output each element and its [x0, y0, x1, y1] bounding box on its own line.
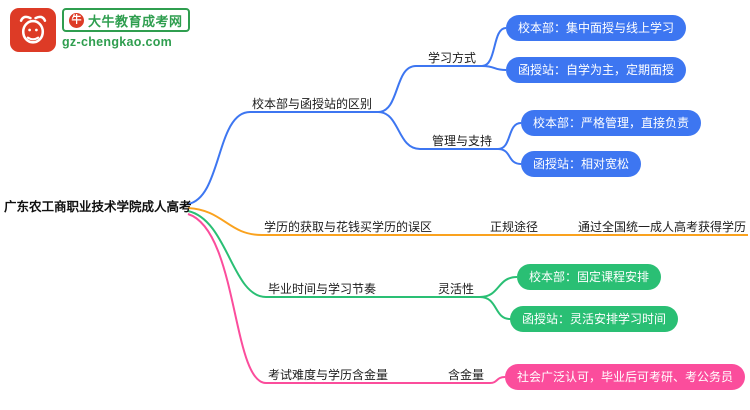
branch2-label: 学历的获取与花钱买学历的误区 — [264, 220, 433, 234]
branch1-sub2-leaf2: 函授站：相对宽松 — [521, 151, 642, 177]
branch1-sub2-label: 管理与支持 — [432, 134, 493, 148]
branch2-sub1-leaf1: 通过全国统一成人高考获得学历 — [578, 220, 747, 234]
brand-seal-icon: 牛 — [69, 12, 84, 28]
logo-text-block: 牛 大牛教育成考网 gz-chengkao.com — [62, 8, 190, 52]
edge-sub1-leaf1 — [481, 27, 507, 67]
branch3-sub1-leaf2: 函授站：灵活安排学习时间 — [510, 306, 679, 332]
edge-branch1-sub1 — [377, 65, 482, 113]
bull-logo-icon — [10, 8, 56, 52]
branch4-sub1-label: 含金量 — [448, 368, 485, 382]
branch1-sub1-label: 学习方式 — [428, 51, 477, 65]
site-domain: gz-chengkao.com — [62, 35, 173, 49]
edge-root-branch1 — [187, 111, 378, 205]
brand-name: 大牛教育成考网 — [88, 13, 183, 29]
edge-sub1-leaf2 — [481, 65, 507, 71]
branch3-label: 毕业时间与学习节奏 — [268, 282, 377, 296]
branch3-sub1-label: 灵活性 — [438, 282, 475, 296]
branch3-sub1-leaf1: 校本部：固定课程安排 — [517, 264, 662, 290]
root-node: 广东农工商职业技术学院成人高考 — [4, 200, 192, 214]
edge-branch4-leaf1 — [489, 376, 506, 384]
edge-sub2-leaf1 — [497, 122, 522, 150]
edge-root-branch4 — [187, 213, 490, 384]
branch1-label: 校本部与函授站的区别 — [252, 97, 373, 111]
edge-branch3-leaf1 — [479, 276, 518, 298]
site-logo: 牛 大牛教育成考网 gz-chengkao.com — [10, 8, 190, 52]
branch2-sub1-label: 正规途径 — [490, 220, 539, 234]
edge-sub2-leaf2 — [497, 148, 522, 165]
branch4-sub1-leaf1: 社会广泛认可，毕业后可考研、考公务员 — [505, 364, 746, 390]
branch1-sub1-leaf1: 校本部：集中面授与线上学习 — [506, 15, 687, 41]
branch1-sub2-leaf1: 校本部：严格管理，直接负责 — [521, 110, 702, 136]
branch1-sub1-leaf2: 函授站：自学为主，定期面授 — [506, 57, 687, 83]
branch4-label: 考试难度与学历含金量 — [268, 368, 389, 382]
brand-badge: 牛 大牛教育成考网 — [62, 8, 190, 32]
